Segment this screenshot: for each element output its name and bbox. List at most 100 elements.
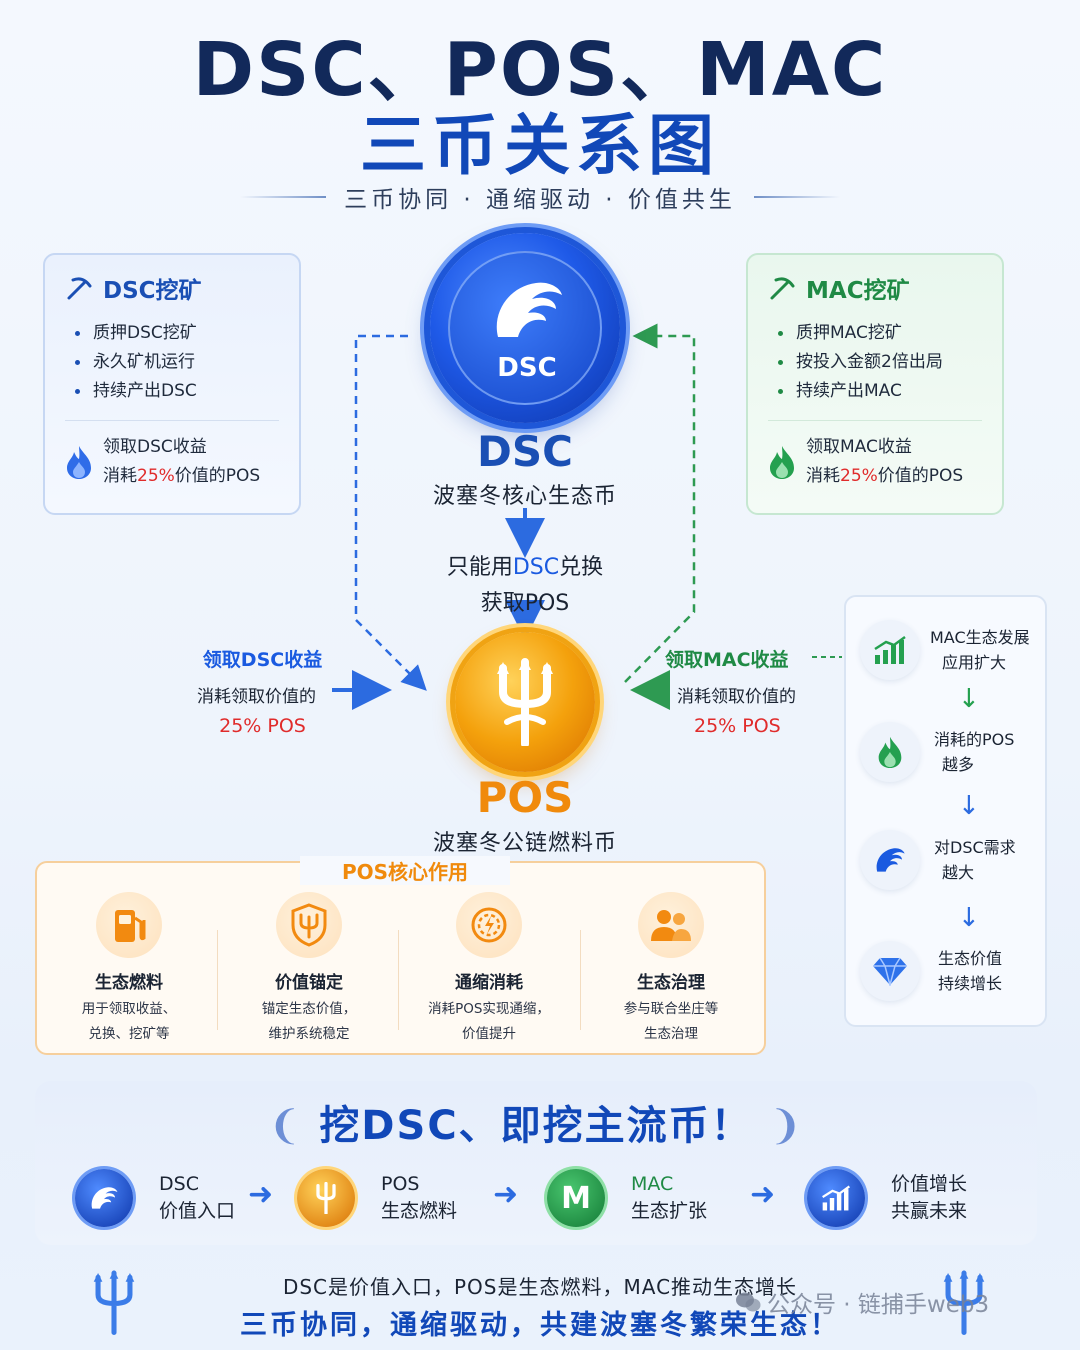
trident-decoration-icon (93, 1270, 135, 1335)
dsc-claim-line: 领取DSC收益 (103, 437, 207, 457)
list-item: 质押DSC挖矿 (65, 319, 279, 348)
pos-core-item-title: 通缩消耗 (455, 973, 523, 993)
arrow-right-icon: ➜ (493, 1177, 519, 1212)
left-claim-pct: 25% POS (219, 715, 306, 737)
wave-icon (860, 830, 920, 890)
laurel-right-icon: ❩ (752, 1103, 805, 1149)
wechat-icon (736, 1292, 761, 1312)
tagline-right-line (753, 196, 840, 198)
fuel-pump-icon (96, 892, 162, 958)
right-claim-pct: 25% POS (694, 715, 781, 737)
pos-core-item-governance: 生态治理 参与联合坐庄等 生态治理 (586, 892, 756, 1047)
list-item: 永久矿机运行 (65, 348, 279, 377)
footer-line-1: DSC是价值入口，POS是生态燃料，MAC推动生态增长 (282, 1275, 798, 1299)
growth-chart-icon (860, 620, 920, 680)
flywheel-step: 对DSC需求越大 (860, 830, 1016, 890)
dsc-coin-face: DSC (448, 251, 602, 405)
pos-coin-icon (297, 1169, 355, 1227)
percentage: 25% (840, 466, 878, 486)
pos-core-item-title: 生态治理 (637, 973, 705, 993)
list-item: 按投入金额2倍出局 (768, 348, 982, 377)
flywheel-step: 生态价值持续增长 (860, 941, 1002, 1001)
arrow-right-icon: ➜ (750, 1177, 776, 1212)
list-item: 持续产出MAC (768, 377, 982, 406)
dsc-name: DSC (477, 427, 573, 476)
flame-icon (860, 722, 920, 782)
pos-core-item-anchor: 价值锚定 锚定生态价值， 维护系统稳定 (224, 892, 394, 1047)
divider (65, 420, 279, 421)
percentage: 25% (137, 466, 175, 486)
flow-connectors (332, 323, 842, 710)
divider (580, 930, 581, 1030)
left-claim-line: 消耗领取价值的 (197, 687, 316, 707)
dsc-loop-arrow (354, 334, 427, 691)
pos-coin (455, 632, 595, 772)
flame-icon (770, 446, 794, 479)
mac-consume-line: 消耗25%价值的POS (806, 466, 964, 486)
mac-mining-header: MAC挖矿 (768, 271, 982, 305)
arrow-down-icon: ↓ (958, 791, 980, 821)
arrow-down-icon: ↓ (958, 684, 980, 714)
exchange-highlight: DSC (512, 555, 560, 580)
value-growth-icon (807, 1169, 865, 1227)
mac-mining-list: 质押MAC挖矿 按投入金额2倍出局 持续产出MAC (768, 319, 982, 406)
divider (398, 930, 399, 1030)
tagline-left-line (240, 196, 327, 198)
people-icon (638, 892, 704, 958)
right-claim-note: 领取MAC收益 消耗领取价值的 25% POS (665, 645, 815, 737)
dsc-mining-list: 质押DSC挖矿 永久矿机运行 持续产出DSC (65, 319, 279, 406)
dsc-mining-title: DSC挖矿 (103, 278, 202, 304)
flywheel-step-text: 生态价值持续增长 (938, 949, 1003, 993)
pos-core-item-desc: 锚定生态价值， 维护系统稳定 (261, 1001, 357, 1042)
dsc-coin-label: DSC (497, 353, 557, 383)
divider (768, 420, 982, 421)
tagline-row: 三币协同 · 通缩驱动 · 价值共生 (240, 180, 840, 214)
trident-icon (497, 658, 553, 746)
list-item: 质押MAC挖矿 (768, 319, 982, 348)
flywheel-step-text: 对DSC需求越大 (934, 838, 1016, 882)
arrow-right-icon: ➜ (248, 1177, 274, 1212)
mac-mining-footer: 领取MAC收益 消耗25%价值的POS (768, 433, 982, 491)
flow-label: 价值增长共赢未来 (891, 1173, 968, 1222)
arrow-down-icon: ↓ (958, 903, 980, 933)
pos-name: POS (476, 773, 574, 822)
list-item: 持续产出DSC (65, 377, 279, 406)
pos-core-item-desc: 消耗POS实现通缩， 价值提升 (428, 1001, 550, 1042)
pickaxe-icon (67, 277, 92, 300)
flywheel-step: MAC生态发展应用扩大 (860, 620, 1030, 680)
mac-mining-title: MAC挖矿 (806, 278, 910, 304)
flywheel-step-text: MAC生态发展应用扩大 (930, 628, 1030, 672)
pos-core-item-title: 生态燃料 (95, 973, 163, 993)
dsc-mining-header: DSC挖矿 (65, 271, 279, 305)
pos-core-item-fuel: 生态燃料 用于领取收益、 兑换、挖矿等 (44, 892, 214, 1047)
right-claim-line: 消耗领取价值的 (677, 687, 796, 707)
tagline: 三币协同 · 通缩驱动 · 价值共生 (344, 187, 736, 213)
pos-core-title: POS核心作用 (300, 856, 510, 885)
flame-icon (67, 446, 91, 479)
mac-mining-panel: MAC挖矿 质押MAC挖矿 按投入金额2倍出局 持续产出MAC 领取MAC收益 … (746, 253, 1004, 515)
pickaxe-icon (770, 277, 795, 300)
mac-coin-icon: M (547, 1169, 605, 1227)
left-claim-note: 领取DSC收益 消耗领取价值的 25% POS (170, 645, 355, 737)
pos-core-item-desc: 参与联合坐庄等 生态治理 (623, 1001, 719, 1042)
flow-step-value: 价值增长共赢未来 (807, 1169, 967, 1227)
exchange-line-1: 只能用DSC兑换 (446, 555, 604, 580)
slogan-panel (35, 1081, 1037, 1245)
pos-description: 波塞冬公链燃料币 (432, 831, 617, 856)
wave-icon (496, 282, 562, 337)
pos-core-item-deflation: 通缩消耗 消耗POS实现通缩， 价值提升 (404, 892, 574, 1047)
left-claim-title: 领取DSC收益 (202, 649, 323, 671)
watermark: 公众号 · 链捕手web3 (735, 1285, 989, 1319)
laurel-left-icon: ❨ (267, 1103, 320, 1149)
dsc-description: 波塞冬核心生态币 (432, 484, 617, 509)
trident-shield-icon (276, 892, 342, 958)
mac-loop-arrow (624, 323, 696, 683)
dsc-consume-line: 消耗25%价值的POS (103, 466, 261, 486)
dsc-mining-footer: 领取DSC收益 消耗25%价值的POS (65, 433, 279, 491)
